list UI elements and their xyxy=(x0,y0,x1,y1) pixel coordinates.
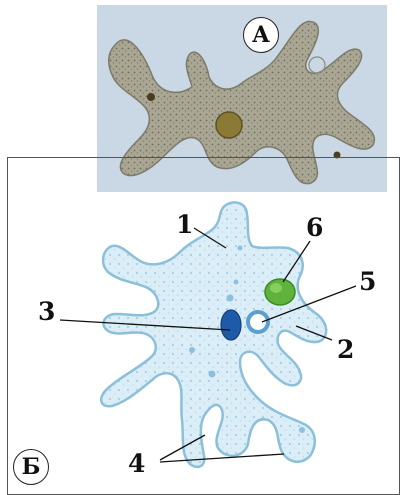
contractile-vacuole xyxy=(248,312,268,332)
label-1: 1 xyxy=(176,212,193,237)
label-2: 2 xyxy=(337,337,354,362)
food-vacuole xyxy=(265,279,295,305)
amoeba-cell-body xyxy=(101,202,326,466)
label-6: 6 xyxy=(306,215,323,240)
label-3: 3 xyxy=(38,299,55,324)
label-4: 4 xyxy=(128,451,145,476)
label-5: 5 xyxy=(359,269,376,294)
nucleus xyxy=(221,310,241,340)
panel-b-label: Б xyxy=(13,449,49,485)
